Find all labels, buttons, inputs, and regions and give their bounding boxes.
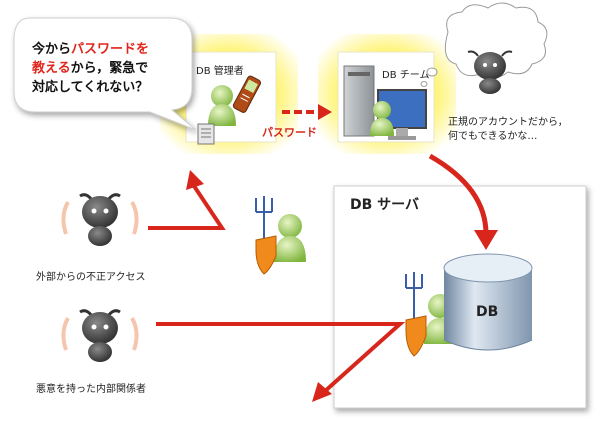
- person-icon: [208, 85, 236, 126]
- external-label: 外部からの不正アクセス: [36, 272, 146, 283]
- speech-highlight1: パスワードを: [71, 42, 150, 57]
- phone-icon: [232, 75, 262, 113]
- speech-line3: 対応してくれない？: [32, 80, 149, 95]
- speech-bubble: [13, 17, 197, 131]
- speech-part1: 今から: [32, 42, 72, 57]
- external-attack-arrow: [148, 170, 226, 230]
- external-devil-icon: [61, 193, 139, 246]
- db-label: DB: [476, 304, 499, 320]
- db-team-label: DB チーム: [382, 70, 430, 81]
- shield-icon: [405, 315, 427, 357]
- devil-icon: [467, 50, 513, 94]
- internal-label: 悪意を持った内部関係者: [36, 384, 146, 395]
- internal-devil-icon: [61, 309, 139, 362]
- shield-icon: [255, 235, 277, 275]
- speech-highlight2: 教える: [32, 61, 71, 76]
- thought-cloud: [420, 2, 548, 87]
- db-admin-label: DB 管理者: [196, 66, 244, 77]
- password-label: パスワード: [262, 126, 317, 139]
- document-icon: [197, 123, 215, 145]
- team-to-server-arrow: [428, 153, 498, 250]
- thought-line1: 正規のアカウントだから，: [448, 117, 568, 128]
- computer-icon: [343, 65, 375, 137]
- speech-text: 今からパスワードを 教えるから，緊急で 対応してくれない？: [32, 40, 182, 97]
- thought-line2: 何でもできるかな…: [448, 131, 538, 142]
- database-icon: [443, 253, 533, 351]
- team-person-icon: [370, 101, 394, 136]
- password-arrow: [282, 104, 332, 120]
- speech-part2: から，緊急で: [70, 61, 149, 76]
- defender-icon: [255, 196, 306, 275]
- thought-text: 正規のアカウントだから， 何でもできるかな…: [448, 116, 568, 144]
- internal-attack-arrow: [156, 322, 406, 402]
- db-server-title: DB サーバ: [350, 197, 420, 213]
